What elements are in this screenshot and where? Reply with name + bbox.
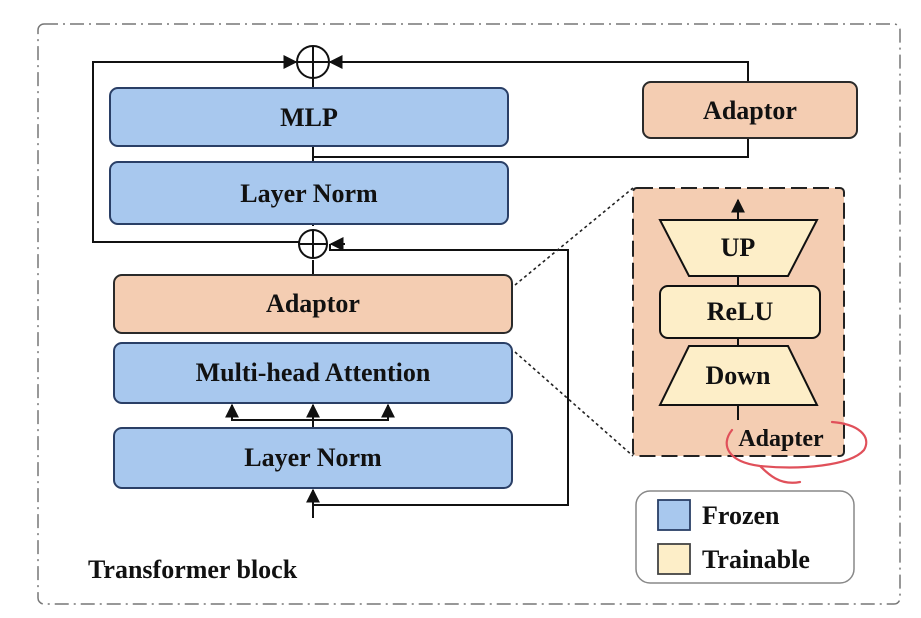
adaptor-right-label: Adaptor	[703, 96, 797, 125]
adaptor-right-to-adder	[328, 55, 749, 82]
down-projection-block: Down	[658, 345, 819, 406]
legend-trainable-label: Trainable	[702, 545, 810, 574]
adaptor-mid-block: Adaptor	[113, 274, 513, 334]
attn-arrow-left	[225, 403, 313, 421]
adapter-label: Adapter	[738, 426, 824, 452]
legend-trainable-swatch	[657, 543, 691, 575]
layer-norm-top-label: Layer Norm	[240, 179, 378, 208]
adder-mid-icon	[298, 229, 328, 259]
up-label: UP	[721, 233, 756, 262]
down-label: Down	[705, 361, 771, 390]
attention-block: Multi-head Attention	[113, 342, 513, 404]
layer-norm-bottom-block: Layer Norm	[113, 427, 513, 489]
layer-norm-bottom-label: Layer Norm	[244, 443, 382, 472]
residual-line-top	[92, 55, 313, 243]
zoom-line-bottom	[514, 351, 634, 457]
highlight-circle-icon	[725, 420, 868, 484]
relu-label: ReLU	[707, 297, 774, 326]
up-projection-block: UP	[658, 219, 819, 277]
mlp-block: MLP	[109, 87, 509, 147]
mlp-label: MLP	[280, 103, 338, 132]
attention-label: Multi-head Attention	[196, 358, 431, 387]
diagram-caption: Transformer block	[88, 555, 298, 584]
layer-norm-top-block: Layer Norm	[109, 161, 509, 225]
legend-frozen-label: Frozen	[702, 501, 780, 530]
adaptor-mid-label: Adaptor	[266, 289, 360, 318]
adaptor-right-path	[313, 138, 749, 158]
attn-arrow-right	[313, 403, 395, 421]
legend-frozen-swatch	[657, 499, 691, 531]
outer-frame	[37, 23, 901, 605]
adder-top-icon	[296, 45, 330, 79]
zoom-line-top	[514, 187, 634, 286]
adaptor-right-block: Adaptor	[642, 81, 858, 139]
relu-block: ReLU	[659, 285, 821, 339]
